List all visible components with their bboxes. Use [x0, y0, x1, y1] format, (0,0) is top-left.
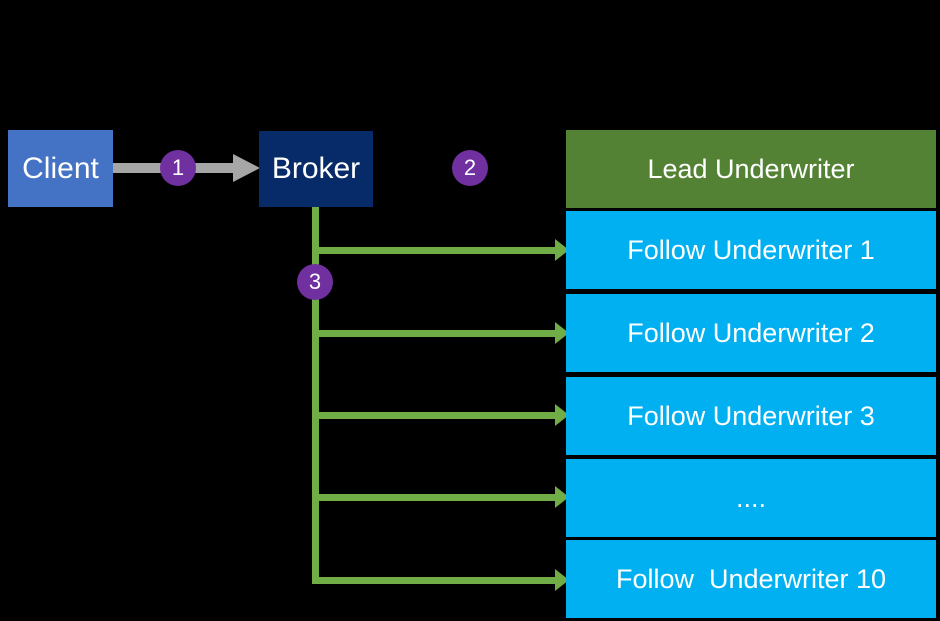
step-2-badge: 2 [452, 150, 488, 186]
follow-underwriter-2-node: Follow Underwriter 2 [566, 294, 936, 372]
branch-arrowhead-follower-3-icon [555, 404, 569, 426]
branch-line-follower-3 [312, 412, 555, 419]
follow-underwriter-ellipsis-node: .... [566, 459, 936, 537]
follow-underwriter-10-label: Follow Underwriter 10 [615, 563, 887, 594]
branch-arrowhead-follower-ellipsis-icon [555, 486, 569, 508]
follow-underwriter-2-label: Follow Underwriter 2 [627, 317, 875, 348]
step-3-number: 3 [308, 269, 322, 294]
client-label: Client [22, 151, 99, 185]
follow-underwriter-10-node: Follow Underwriter 10 [566, 540, 936, 618]
branch-line-follower-ellipsis [312, 494, 555, 501]
branch-line-follower-10 [312, 577, 555, 584]
follow-underwriter-ellipsis-label: .... [735, 482, 766, 513]
follow-underwriter-1-label: Follow Underwriter 1 [627, 234, 875, 265]
broker-fanout-trunk-line [312, 207, 319, 584]
broker-label: Broker [271, 152, 361, 185]
branch-arrowhead-follower-2-icon [555, 322, 569, 344]
branch-line-follower-2 [312, 330, 555, 337]
broker-node: Broker [259, 131, 373, 207]
step-1-number: 1 [171, 155, 185, 180]
client-to-broker-arrowhead-icon [233, 154, 260, 182]
branch-line-follower-1 [312, 247, 555, 254]
step-2-number: 2 [463, 155, 477, 180]
lead-underwriter-node: Lead Underwriter [566, 130, 936, 208]
follow-underwriter-1-node: Follow Underwriter 1 [566, 211, 936, 289]
branch-arrowhead-follower-1-icon [555, 239, 569, 261]
follow-underwriter-3-node: Follow Underwriter 3 [566, 377, 936, 455]
follow-underwriter-3-label: Follow Underwriter 3 [627, 400, 875, 431]
step-3-badge: 3 [297, 264, 333, 300]
step-1-badge: 1 [160, 150, 196, 186]
lead-underwriter-label: Lead Underwriter [647, 153, 855, 184]
branch-arrowhead-follower-10-icon [555, 569, 569, 591]
client-node: Client [8, 130, 113, 207]
